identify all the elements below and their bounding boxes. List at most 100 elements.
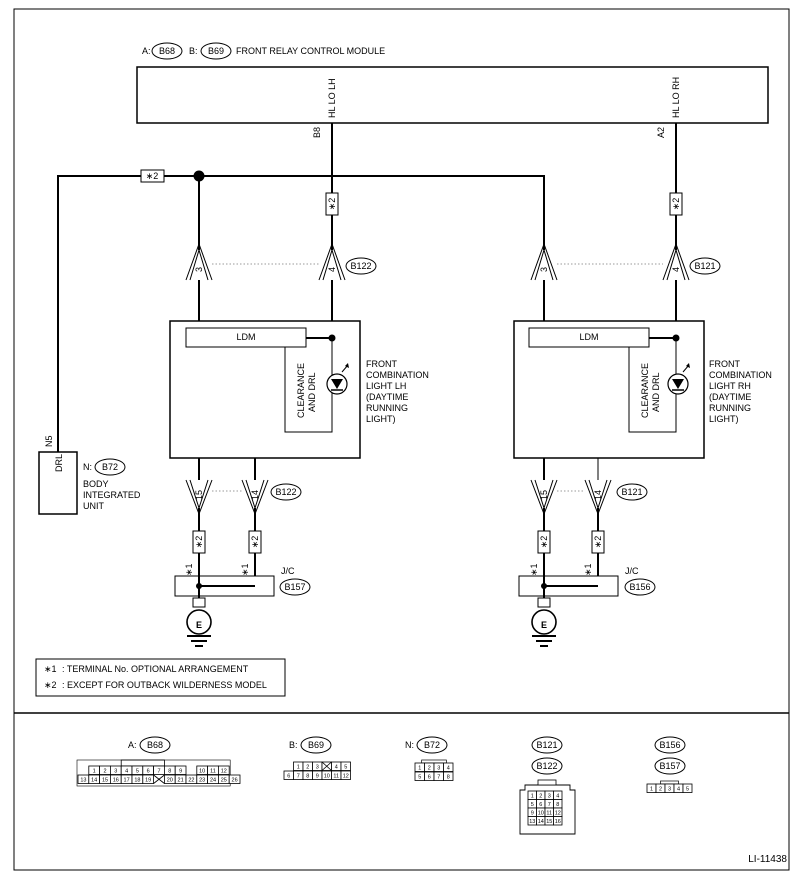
lh-upper-conn-oval [345, 257, 377, 275]
lh-led-icon [326, 363, 349, 395]
rh-lamp-label-2: AND DRL [651, 372, 661, 412]
body-unit-name-2: INTEGRATED [83, 490, 141, 500]
conn-a-pin: 20 [167, 778, 173, 784]
conn-156-157-pin: 4 [677, 787, 680, 793]
conn-a-pin: 15 [102, 778, 108, 784]
conn-b-pin: 5 [344, 765, 347, 771]
conn-121-oval [531, 736, 563, 754]
lh-jc-conn: B157 [284, 582, 305, 592]
conn-156-157-pin: 2 [659, 787, 662, 793]
conn-b-pin: 8 [306, 774, 309, 780]
star2-box-rh-2 [591, 530, 605, 554]
rh-lower-conn-label: B121 [621, 487, 642, 497]
lh-light-name-5: RUNNING [366, 403, 408, 413]
conn-a-prefix: A: [128, 740, 137, 750]
diagram-frame [13, 8, 790, 871]
conn-121-122-pin: 13 [529, 819, 535, 825]
note-1-mark: ∗1 [44, 664, 57, 674]
svg-text:14: 14 [593, 490, 603, 500]
svg-text:15: 15 [194, 490, 204, 500]
star2-label-rh-2: ∗2 [593, 536, 603, 549]
conn-121-122-pin: 10 [538, 811, 544, 817]
star2-label-bus: ∗2 [146, 171, 159, 181]
conn-156-name: B156 [659, 740, 680, 750]
lh-ground-circle [186, 609, 212, 635]
star2-label-lh-1: ∗2 [194, 536, 204, 549]
conn-a-pin: 7 [157, 769, 160, 775]
rh-jc-node [541, 583, 547, 589]
module-conn-a: B68 [159, 46, 175, 56]
rh-lamp-label-1: CLEARANCE [640, 363, 650, 418]
conn-121-122-pin: 2 [539, 794, 542, 800]
svg-text:4: 4 [671, 267, 681, 272]
svg-text:15: 15 [539, 490, 549, 500]
body-unit-signal: DRL [54, 454, 64, 472]
body-unit-terminal: N5 [44, 435, 54, 447]
body-unit-box [38, 451, 78, 515]
rh-light-name-5: RUNNING [709, 403, 751, 413]
rh-joint-connector: ∗1 ∗1 J/C B156 E [518, 563, 656, 647]
upper-connectors: 3 4 B122 3 4 B121 [185, 242, 721, 281]
conn-b-pin: 2 [306, 765, 309, 771]
lh-joint-connector: ∗1 ∗1 J/C B157 E [174, 563, 311, 647]
conn-157-oval [654, 757, 686, 775]
conn-b-pin: 6 [287, 774, 290, 780]
conn-a-pin: 6 [147, 769, 150, 775]
conn-121-122-pin: 11 [546, 811, 552, 817]
conn-a-cell [174, 765, 187, 775]
module-signal-rh: HL LO RH [671, 77, 681, 118]
rh-jc-conn-oval [624, 578, 656, 596]
body-unit-prefix: N: [83, 462, 92, 472]
module-prefix-b: B: [189, 46, 198, 56]
conn-b-pin: 3 [316, 765, 319, 771]
lh-star1-b: ∗1 [240, 563, 250, 576]
conn-b-cell [340, 761, 351, 771]
conn-121-122-pin: 15 [546, 819, 552, 825]
conn-b-pin: 7 [297, 774, 300, 780]
lh-lower-pin14: 14 [241, 479, 269, 516]
conn-a-name: B68 [147, 740, 163, 750]
conn-a-cell [228, 774, 241, 784]
conn-a-pin: 17 [124, 778, 130, 784]
conn-121-122-pin: 5 [531, 802, 534, 808]
conn-a-pin: 23 [199, 778, 205, 784]
module-title: FRONT RELAY CONTROL MODULE [236, 46, 385, 56]
conn-a-cell [142, 774, 155, 784]
conn-121-122-pin: 4 [556, 794, 559, 800]
module-terminal-lh: B8 [312, 127, 322, 138]
conn-a-pin: 14 [91, 778, 97, 784]
star2-box-rh-1 [537, 530, 551, 554]
rh-jc-label: J/C [625, 566, 639, 576]
lh-upper-pin3: 3 [185, 242, 213, 281]
conn-a-pin: 19 [145, 778, 151, 784]
conn-121-122-cell [553, 816, 563, 826]
conn-a-pin: 8 [168, 769, 171, 775]
rh-upper-pin4: 4 [662, 242, 690, 281]
lh-lamp-label-1: CLEARANCE [296, 363, 306, 418]
conn-a-pin: 11 [210, 769, 216, 775]
conn-156-oval [654, 736, 686, 754]
rh-ground-label: E [541, 620, 547, 630]
conn-156-157-cell [682, 783, 693, 793]
conn-a-pin: 3 [114, 769, 117, 775]
conn-n-pin: 2 [428, 766, 431, 772]
lh-upper-pin4: 4 [318, 242, 346, 281]
conn-122-name: B122 [536, 761, 557, 771]
lh-jc-label: J/C [281, 566, 295, 576]
lh-front-combination-light: LDM CLEARANCE AND DRL FRONT COMBINATION … [169, 320, 429, 459]
conn-a-pin: 10 [199, 769, 205, 775]
rh-ground-stub [537, 597, 551, 608]
star2-markers: ∗2 ∗2 ∗2 ∗2 ∗2 ∗2 ∗2 [140, 169, 683, 554]
note-2-mark: ∗2 [44, 680, 57, 690]
conn-121-122-pin: 12 [555, 811, 561, 817]
conn-n-pin: 1 [418, 766, 421, 772]
lh-lower-pin15: 15 [185, 479, 213, 516]
notes-frame [35, 658, 286, 697]
conn-121-122-pin: 9 [531, 811, 534, 817]
lh-lamp-label-2: AND DRL [307, 372, 317, 412]
